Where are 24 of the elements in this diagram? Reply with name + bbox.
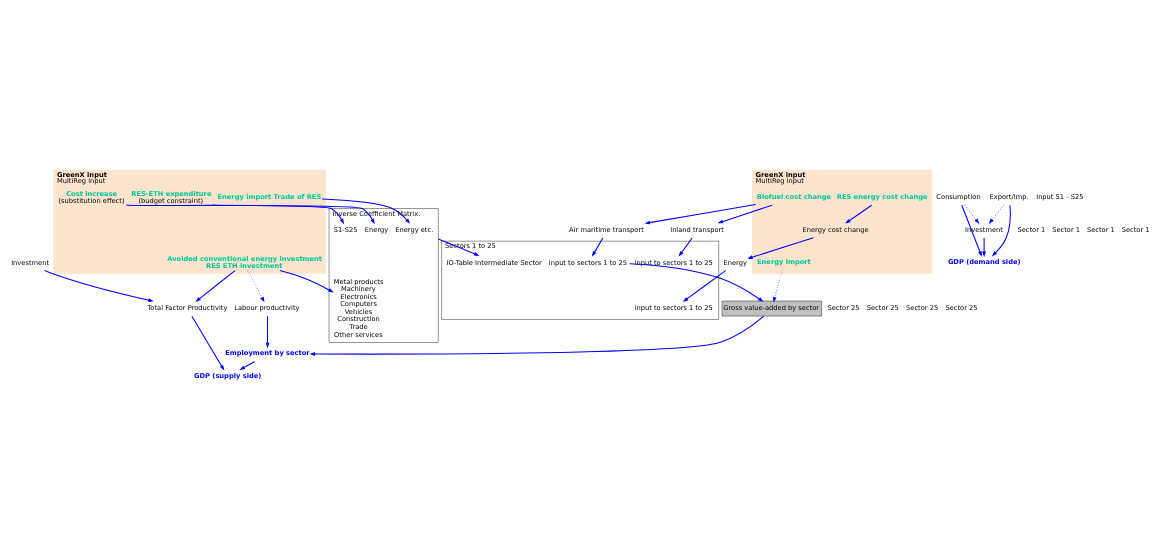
arrow bbox=[629, 262, 764, 302]
arrow bbox=[747, 236, 814, 259]
arrow bbox=[964, 204, 980, 224]
arrow bbox=[982, 236, 986, 257]
arrow bbox=[195, 269, 236, 302]
arrow bbox=[239, 360, 256, 370]
arrow bbox=[845, 204, 873, 224]
arrow bbox=[682, 269, 727, 302]
arrow bbox=[961, 204, 982, 257]
arrow bbox=[644, 203, 757, 224]
arrow bbox=[309, 315, 765, 356]
arrow bbox=[191, 315, 225, 371]
arrow bbox=[212, 203, 375, 224]
arrow bbox=[247, 269, 265, 302]
arrow bbox=[988, 204, 1005, 224]
arrow bbox=[773, 269, 783, 302]
arrow bbox=[265, 315, 270, 348]
arrow bbox=[279, 269, 334, 293]
arrow bbox=[591, 236, 604, 257]
arrow bbox=[717, 204, 773, 223]
arrow bbox=[991, 204, 1011, 256]
arrow bbox=[44, 269, 154, 302]
arrow bbox=[125, 203, 345, 224]
arrow bbox=[678, 236, 693, 257]
